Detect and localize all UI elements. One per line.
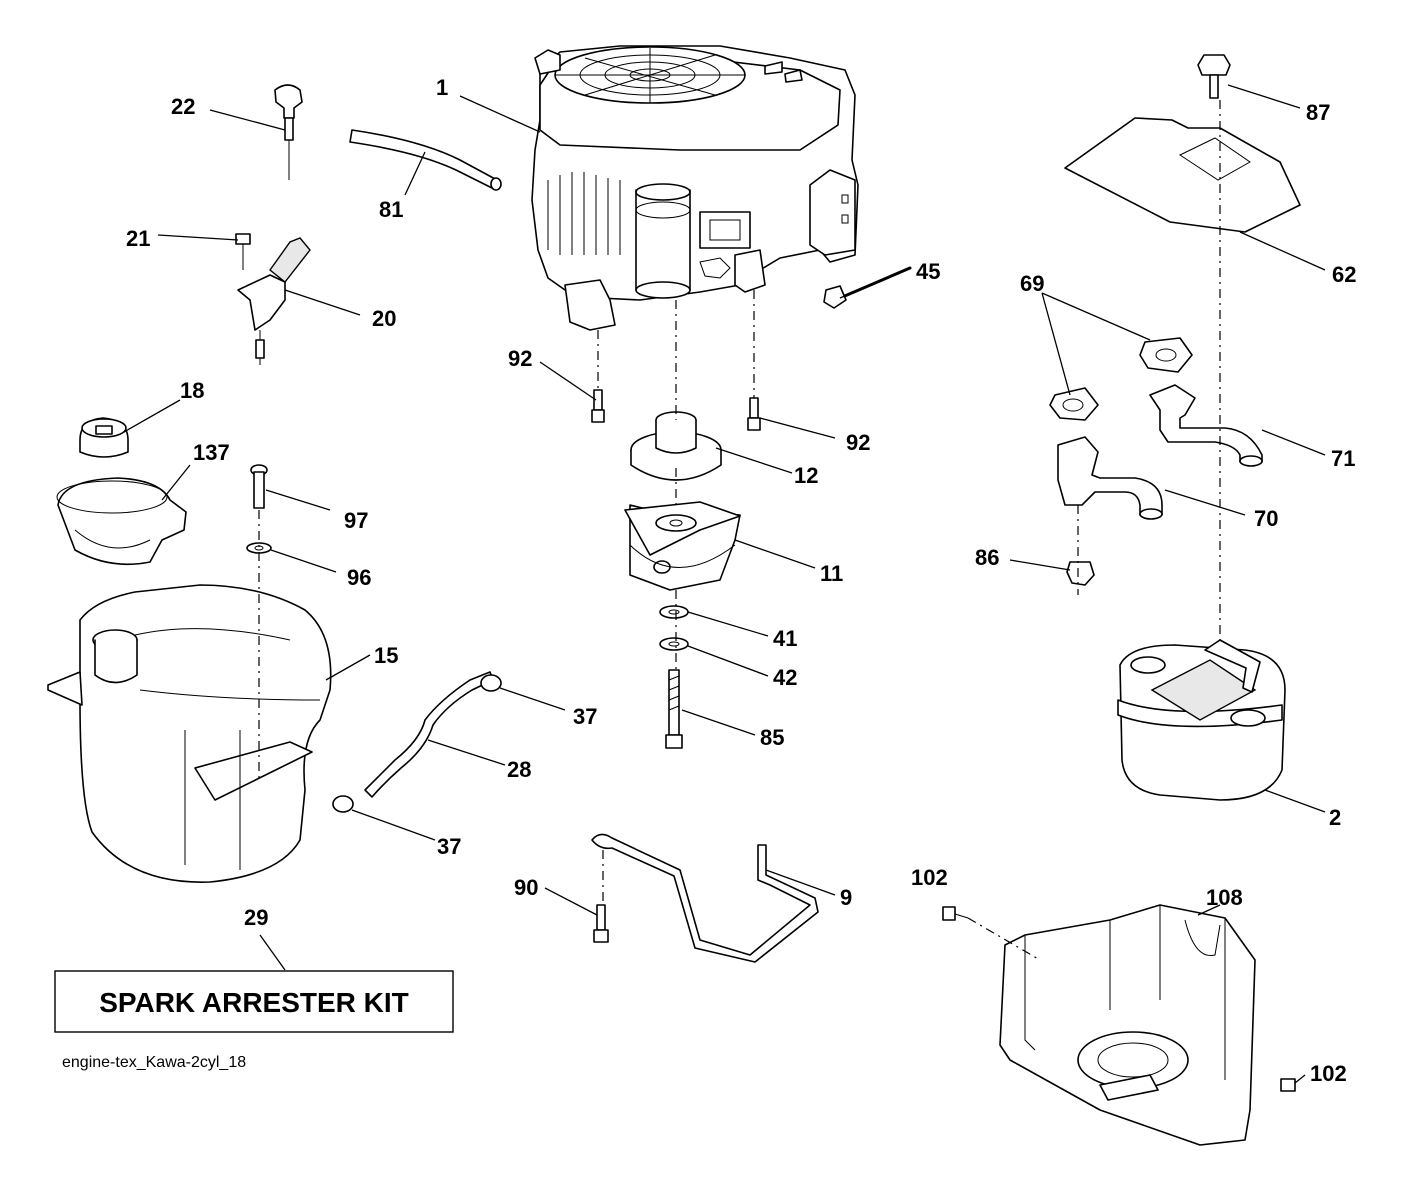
pipe-end bbox=[1139, 508, 1163, 520]
callout-86: 86 bbox=[975, 545, 999, 570]
gasket-part-69-lower bbox=[1049, 387, 1099, 421]
bracket-part-108 bbox=[999, 904, 1256, 1146]
callout-28: 28 bbox=[507, 757, 531, 782]
engine-part-1 bbox=[531, 45, 859, 331]
hose-part-81 bbox=[349, 129, 498, 190]
hose-clamp-part-37-top bbox=[480, 674, 502, 692]
callout-96: 96 bbox=[347, 565, 371, 590]
bolt-part-102-right bbox=[1280, 1078, 1296, 1092]
bolt-part-102-top bbox=[942, 906, 969, 921]
callout-45: 45 bbox=[916, 259, 940, 284]
callout-29: 29 bbox=[244, 905, 268, 930]
callout-2: 2 bbox=[1329, 805, 1341, 830]
bolt-part-90 bbox=[593, 904, 609, 943]
callout-62: 62 bbox=[1332, 262, 1356, 287]
leader-lines bbox=[123, 84, 1326, 1084]
callout-12: 12 bbox=[794, 463, 818, 488]
callout-81: 81 bbox=[379, 197, 403, 222]
heat-shield-cutout bbox=[1178, 137, 1251, 181]
heat-shield-part-62 bbox=[1064, 117, 1301, 233]
bracket-part-20 bbox=[235, 233, 311, 365]
washer-part-42 bbox=[659, 637, 689, 651]
dipstick-part-22 bbox=[274, 84, 303, 180]
callout-71: 71 bbox=[1331, 446, 1355, 471]
spark-arrester-kit-label: SPARK ARRESTER KIT bbox=[99, 987, 409, 1018]
exhaust-pipe-part-71 bbox=[1149, 384, 1263, 463]
screw-part-97 bbox=[250, 464, 268, 509]
callout-22: 22 bbox=[171, 94, 195, 119]
callout-11: 11 bbox=[820, 561, 843, 586]
exhaust-pipe-part-70 bbox=[1057, 436, 1163, 516]
diagram-code: engine-tex_Kawa-2cyl_18 bbox=[62, 1054, 246, 1071]
callout-37-top: 37 bbox=[573, 704, 597, 729]
callout-87: 87 bbox=[1306, 100, 1330, 125]
nut-part-86 bbox=[1066, 561, 1095, 586]
bolt-part-85 bbox=[665, 669, 683, 749]
callout-102-right: 102 bbox=[1310, 1061, 1347, 1086]
callout-15: 15 bbox=[374, 643, 398, 668]
shroud-part-137 bbox=[56, 477, 187, 566]
pipe-end bbox=[1239, 455, 1263, 467]
clutch-part-11 bbox=[624, 501, 741, 591]
callout-20: 20 bbox=[372, 306, 396, 331]
hose-end bbox=[490, 177, 502, 191]
washer-part-96 bbox=[246, 542, 272, 554]
fuel-cap-part-18 bbox=[79, 417, 129, 458]
callout-108: 108 bbox=[1206, 885, 1243, 910]
gasket-part-69-upper bbox=[1139, 337, 1193, 373]
callout-92-right: 92 bbox=[846, 430, 870, 455]
callout-85: 85 bbox=[760, 725, 784, 750]
callout-69: 69 bbox=[1020, 271, 1044, 296]
knob-part-87 bbox=[1197, 54, 1231, 99]
callout-41: 41 bbox=[773, 626, 797, 651]
callouts: 1 81 22 21 20 18 137 97 96 15 37 28 37 2… bbox=[126, 75, 1356, 1086]
muffler-part-2 bbox=[1117, 639, 1286, 801]
bolt-part-92-right bbox=[747, 397, 761, 431]
callout-92-left: 92 bbox=[508, 346, 532, 371]
alignment-lines bbox=[258, 100, 1221, 961]
callout-42: 42 bbox=[773, 665, 797, 690]
callout-1: 1 bbox=[436, 75, 448, 100]
washer-part-41 bbox=[659, 605, 689, 619]
callout-18: 18 bbox=[180, 378, 204, 403]
rod-part-9 bbox=[591, 833, 819, 963]
callout-97: 97 bbox=[344, 508, 368, 533]
bolt-part-92-left bbox=[591, 389, 605, 423]
callout-21: 21 bbox=[126, 226, 150, 251]
fuel-hose-part-28 bbox=[364, 671, 494, 798]
hose-clamp-part-37-bottom bbox=[332, 795, 354, 813]
callout-37-bottom: 37 bbox=[437, 834, 461, 859]
callout-9: 9 bbox=[840, 885, 852, 910]
callout-90: 90 bbox=[514, 875, 538, 900]
spark-arrester-kit-box bbox=[54, 970, 454, 1033]
callout-70: 70 bbox=[1254, 506, 1278, 531]
fuel-tank-part-15 bbox=[47, 584, 332, 883]
pulley-part-12 bbox=[630, 411, 722, 481]
callout-137: 137 bbox=[193, 440, 230, 465]
callout-102-top: 102 bbox=[911, 865, 948, 890]
